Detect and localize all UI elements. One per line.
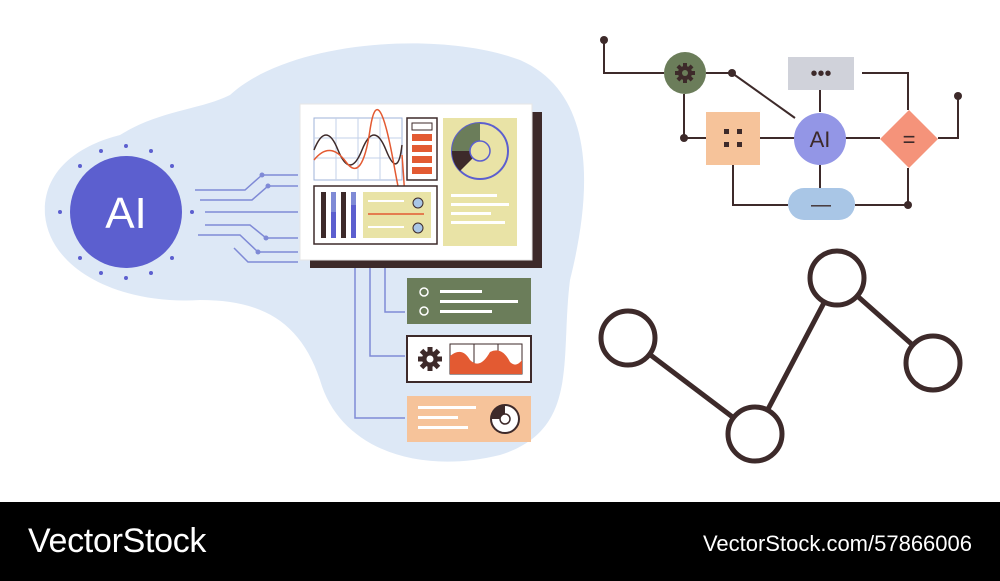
graph-node bbox=[903, 333, 963, 393]
flow-ai-label: AI bbox=[810, 127, 831, 152]
line-chart-widget bbox=[313, 108, 406, 208]
flow-grid-node bbox=[706, 112, 760, 165]
flow-minus-node: — bbox=[788, 188, 855, 220]
ai-badge-dots bbox=[58, 144, 194, 280]
graph-node bbox=[807, 248, 867, 308]
dots-icon: ••• bbox=[810, 63, 831, 85]
image-credit: VectorStock.com/57866006 bbox=[702, 531, 972, 556]
ai-badge-label: AI bbox=[105, 189, 147, 238]
stack-widget bbox=[406, 117, 438, 181]
graph-node bbox=[598, 308, 658, 368]
flow-ai-node: AI bbox=[794, 113, 846, 165]
circuit-nodes bbox=[255, 172, 271, 255]
dashboard-panel bbox=[299, 103, 542, 268]
equals-icon: = bbox=[903, 127, 916, 152]
flow-dots-node: ••• bbox=[788, 57, 854, 90]
gear-icon bbox=[675, 63, 695, 83]
watermark-footer: VectorStock VectorStock.com/57866006 bbox=[0, 502, 1000, 581]
donut-widget bbox=[443, 118, 517, 246]
illustration: AI bbox=[44, 36, 963, 464]
network-graph bbox=[598, 248, 963, 464]
card-connectors bbox=[354, 268, 405, 419]
gear-chart-card bbox=[406, 335, 532, 383]
gear-icon bbox=[418, 347, 442, 371]
bars-widget bbox=[313, 185, 438, 245]
ai-badge: AI bbox=[70, 156, 182, 268]
flow-equals-node: = bbox=[880, 110, 938, 168]
orange-card bbox=[407, 396, 531, 442]
minus-icon: — bbox=[811, 194, 831, 216]
circuit-lines bbox=[195, 174, 298, 263]
flow-diagram: ••• AI = — bbox=[600, 36, 962, 220]
brand-logo: VectorStock bbox=[28, 522, 207, 560]
graph-node bbox=[725, 404, 785, 464]
green-card bbox=[407, 278, 531, 324]
flow-gear-node bbox=[664, 52, 706, 94]
